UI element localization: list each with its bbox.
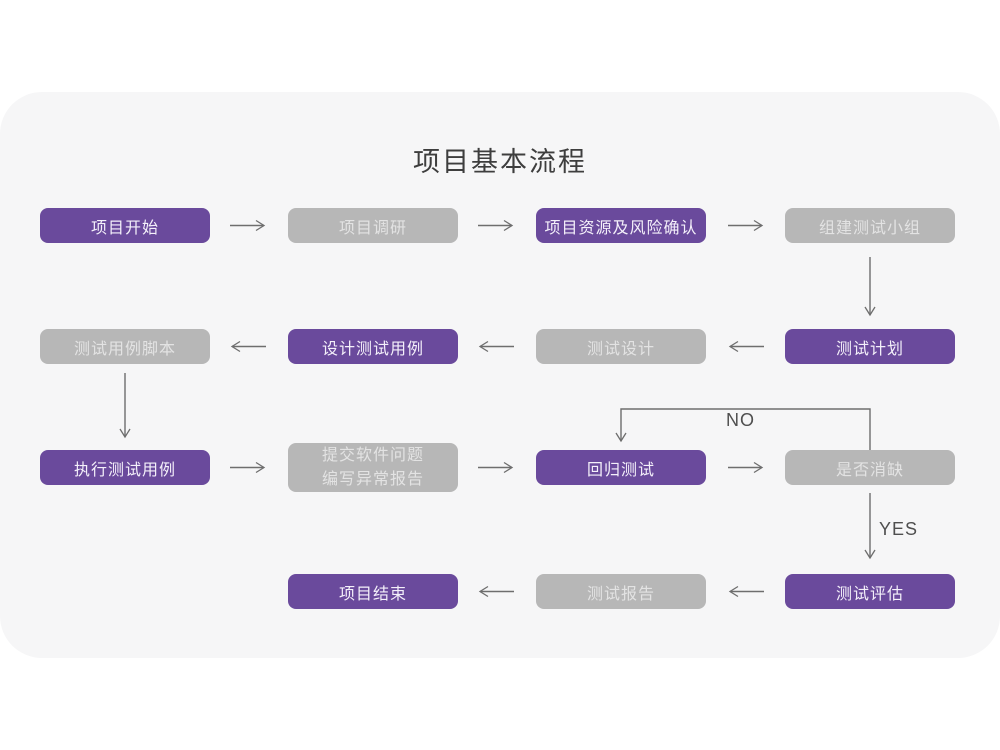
flow-node-project-research: 项目调研 (288, 208, 458, 243)
flow-node-test-plan: 测试计划 (785, 329, 955, 364)
flow-node-regression-test: 回归测试 (536, 450, 706, 485)
page-title: 项目基本流程 (413, 147, 587, 177)
edge-label-yes: YES (879, 519, 919, 539)
flow-node-project-start: 项目开始 (40, 208, 210, 243)
flow-node-build-team: 组建测试小组 (785, 208, 955, 243)
flow-node-submit-issues-line1: 提交软件问题 (321, 447, 424, 465)
flowchart-card (0, 92, 1000, 658)
flow-node-resource-risk: 项目资源及风险确认 (536, 208, 706, 243)
flow-node-submit-issues: 提交软件问题 编写异常报告 (288, 443, 458, 492)
flow-node-submit-issues-line2: 编写异常报告 (321, 470, 424, 488)
flow-node-project-end: 项目结束 (288, 574, 458, 609)
flow-node-test-evaluate: 测试评估 (785, 574, 955, 609)
flow-node-execute-cases: 执行测试用例 (40, 450, 210, 485)
flow-node-case-script: 测试用例脚本 (40, 329, 210, 364)
flow-node-test-report: 测试报告 (536, 574, 706, 609)
flow-node-defect-cleared: 是否消缺 (785, 450, 955, 485)
flow-node-design-cases: 设计测试用例 (288, 329, 458, 364)
edge-label-no: NO (726, 410, 755, 430)
flow-node-test-design: 测试设计 (536, 329, 706, 364)
